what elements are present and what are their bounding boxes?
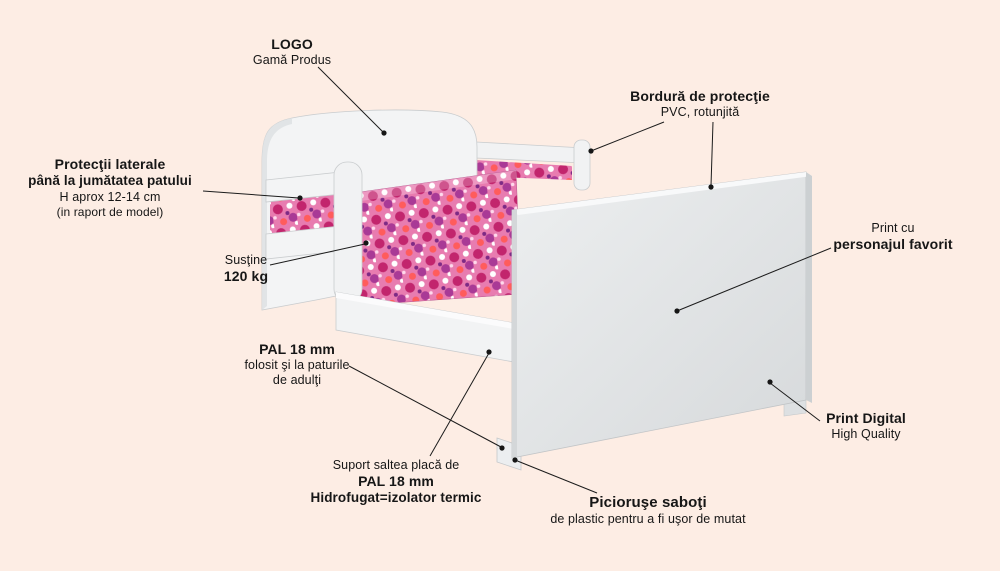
callout-line-bordura-panel — [710, 121, 714, 187]
callout-line-pal — [348, 365, 502, 448]
label-print-personaj-line2: personajul favorit — [833, 236, 953, 253]
label-bordura-line2: PVC, rotunjită — [660, 105, 740, 120]
callout-line-picioruse — [514, 459, 598, 494]
callout-dot-picioruse — [512, 457, 518, 463]
label-suport-line1: Suport saltea placă de — [332, 458, 460, 472]
label-bordura-line1: Bordură de protecţie — [630, 88, 770, 104]
callout-line-bordura-rail — [590, 121, 665, 152]
label-suport-line2: PAL 18 mm — [358, 473, 434, 490]
callout-line-protectii — [202, 190, 300, 199]
callout-line-print-digital — [769, 382, 821, 422]
label-print-personaj: Print cu personajul favorit — [803, 221, 983, 253]
label-protectii-line3: H aprox 12-14 cm — [59, 189, 161, 204]
callout-dot-bordura-panel — [708, 184, 714, 190]
side-guard — [265, 161, 363, 303]
label-protectii-line2: până la jumătatea patului — [28, 173, 192, 189]
callout-dot-pal — [499, 445, 505, 451]
label-bordura: Bordură de protecţie PVC, rotunjită — [608, 88, 792, 120]
mattress — [345, 169, 522, 307]
label-picioruse-line2: de plastic pentru a fi uşor de mutat — [550, 512, 746, 527]
callout-dot-logo — [381, 130, 387, 136]
callout-line-sustine — [269, 243, 366, 266]
label-print-digital: Print Digital High Quality — [796, 410, 936, 442]
label-protectii: Protecţii laterale până la jumătatea pat… — [13, 156, 207, 219]
callout-dots — [297, 130, 773, 463]
label-sustine-line2: 120 kg — [223, 268, 269, 285]
label-suport-line3: Hidrofugat=izolator termic — [310, 490, 482, 506]
callout-dot-protectii — [297, 195, 303, 201]
callout-dot-bordura-rail — [588, 148, 594, 154]
label-pal-line2: folosit şi la paturile — [244, 358, 350, 373]
label-logo-line1: LOGO — [271, 36, 313, 52]
label-sustine: Susţine 120 kg — [196, 253, 296, 285]
footboard — [511, 171, 812, 459]
label-logo: LOGO Gamă Produs — [217, 36, 367, 68]
callout-dot-suport — [486, 349, 492, 355]
label-logo-line2: Gamă Produs — [252, 53, 332, 68]
callout-line-print-personaj — [676, 247, 832, 312]
callout-dot-sustine — [363, 240, 369, 246]
callout-line-logo — [317, 66, 385, 134]
label-suport: Suport saltea placă de PAL 18 mm Hidrofu… — [296, 458, 496, 507]
label-picioruse: Picioruşe saboţi de plastic pentru a fi … — [540, 494, 756, 528]
label-print-digital-line2: High Quality — [831, 427, 901, 442]
label-sustine-line1: Susţine — [224, 253, 268, 267]
label-print-digital-line1: Print Digital — [826, 410, 906, 426]
far-guard-rail — [475, 139, 591, 191]
label-protectii-line1: Protecţii laterale — [54, 156, 166, 172]
label-print-personaj-line1: Print cu — [871, 221, 915, 235]
label-pal-line3: de adulţi — [272, 373, 322, 388]
callout-lines — [202, 66, 832, 494]
label-pal-line1: PAL 18 mm — [259, 341, 335, 357]
callout-dot-print-personaj — [674, 308, 680, 314]
callout-line-suport — [429, 352, 490, 457]
label-pal: PAL 18 mm folosit şi la paturile de adul… — [222, 341, 372, 389]
label-protectii-line4: (in raport de model) — [56, 204, 164, 219]
callout-dot-print-digital — [767, 379, 773, 385]
label-picioruse-line1: Picioruşe saboţi — [589, 494, 707, 511]
